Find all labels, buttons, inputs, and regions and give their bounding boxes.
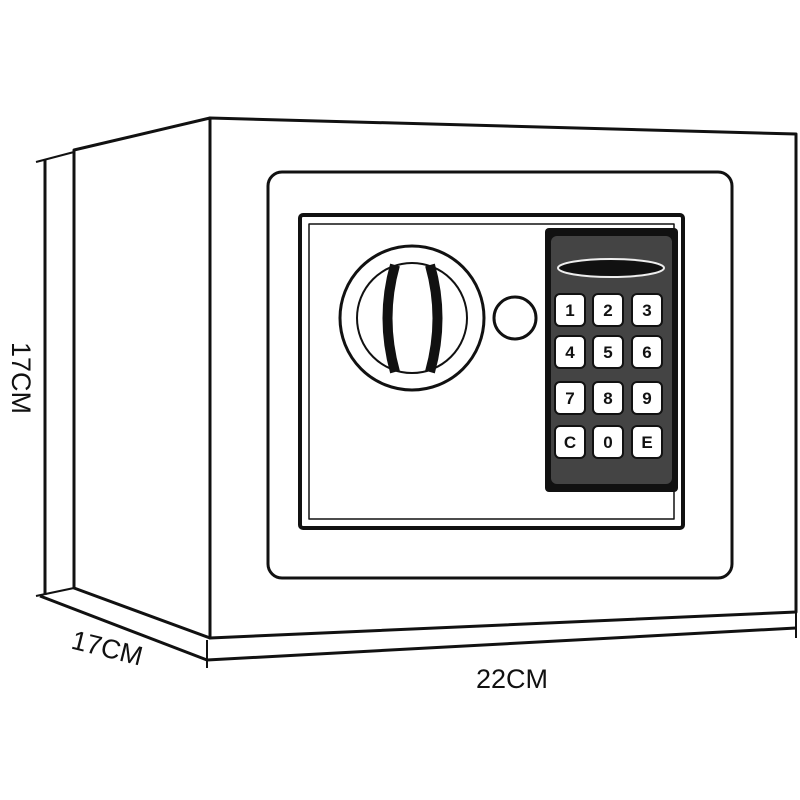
keypad-key-9[interactable]: 9 — [631, 381, 663, 415]
key-cap — [592, 293, 624, 327]
key-label: 9 — [642, 389, 651, 408]
key-label: 8 — [603, 389, 612, 408]
key-label: 0 — [603, 433, 612, 452]
door-panel — [298, 213, 685, 530]
keypad-key-8[interactable]: 8 — [592, 381, 624, 415]
key-cap — [631, 293, 663, 327]
key-label: 2 — [603, 301, 612, 320]
width-label: 22CM — [476, 664, 548, 694]
key-label: 7 — [565, 389, 574, 408]
keypad-key-E[interactable]: E — [631, 425, 663, 459]
key-cap — [592, 425, 624, 459]
keypad-key-4[interactable]: 4 — [554, 335, 586, 369]
key-cap — [592, 381, 624, 415]
key-lock — [492, 295, 538, 341]
door-frame — [266, 170, 734, 580]
height-label: 17CM — [6, 342, 36, 414]
key-label: E — [641, 433, 652, 452]
keypad-key-5[interactable]: 5 — [592, 335, 624, 369]
key-cap — [631, 425, 663, 459]
keypad-key-1[interactable]: 1 — [554, 293, 586, 327]
keypad-key-3[interactable]: 3 — [631, 293, 663, 327]
key-label: 1 — [565, 301, 574, 320]
key-cap — [554, 335, 586, 369]
keypad-key-0[interactable]: 0 — [592, 425, 624, 459]
keypad-key-7[interactable]: 7 — [554, 381, 586, 415]
key-cap — [554, 293, 586, 327]
key-label: C — [564, 433, 576, 452]
key-label: 5 — [603, 343, 612, 362]
keypad-key-6[interactable]: 6 — [631, 335, 663, 369]
width-dimension-line — [206, 626, 797, 662]
key-cap — [631, 335, 663, 369]
key-cap — [592, 335, 624, 369]
keypad-key-2[interactable]: 2 — [592, 293, 624, 327]
keypad-display — [557, 258, 665, 278]
dial-handle — [382, 263, 443, 374]
key-cap — [631, 381, 663, 415]
dial — [338, 244, 486, 392]
key-cap — [554, 381, 586, 415]
safe-side-face — [72, 116, 212, 640]
key-label: 6 — [642, 343, 651, 362]
key-label: 4 — [565, 343, 575, 362]
keypad-key-C[interactable]: C — [554, 425, 586, 459]
key-label: 3 — [642, 301, 651, 320]
depth-dimension-line — [39, 594, 208, 662]
safe-front-face — [208, 116, 798, 640]
key-cap — [554, 425, 586, 459]
